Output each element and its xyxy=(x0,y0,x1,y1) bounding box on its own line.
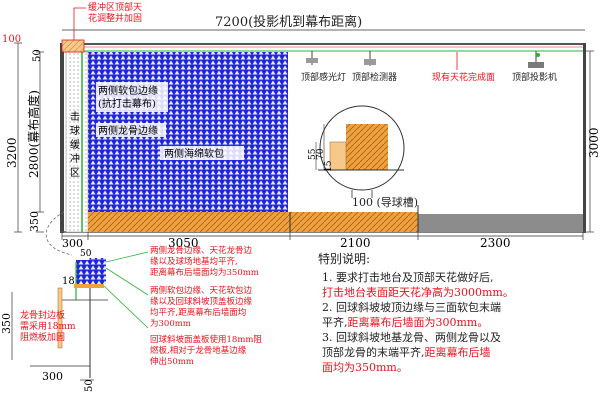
top-buffer-block xyxy=(61,39,85,53)
dim-3050: 3050 xyxy=(168,236,199,250)
device-light: 顶部感光灯 xyxy=(301,51,346,83)
floor-gray-zone xyxy=(418,214,583,232)
dim-70: 70 xyxy=(316,148,326,160)
inset-dim-350: 350 xyxy=(0,313,13,334)
device-detector: 顶部检测器 xyxy=(352,51,397,83)
dim-2100: 2100 xyxy=(340,236,371,250)
annotation-1-line-3: 距离幕布后墙面均为350mm xyxy=(150,267,259,278)
keel-note-line-2: 需采用18mm xyxy=(20,321,76,332)
buffer-label-5: 区 xyxy=(70,167,80,179)
annotations: 两侧龙骨边缘、天花龙骨边 缘以及球场地基均平齐, 距离幕布后墙面均为350mm … xyxy=(150,245,262,367)
notes-title: 特别说明: xyxy=(318,251,370,266)
detail-inset xyxy=(11,258,108,381)
note-1-line-2: 打击地台表面距天花净高为3000mm。 xyxy=(322,285,514,299)
device-label-detector: 顶部检测器 xyxy=(352,71,397,83)
device-label-ceiling-finish: 现有天花完成面 xyxy=(432,71,495,83)
device-label-light: 顶部感光灯 xyxy=(301,71,346,83)
note-3-line-1-seg-1: 3. 回球斜坡地基龙骨、两侧龙骨以及 xyxy=(322,330,501,344)
bottom-dimensions xyxy=(61,232,584,240)
special-notes: 特别说明: 1. 要求打击地台及顶部天花做好后,打击地台表面距天花净高为3000… xyxy=(318,251,514,374)
note-3-line-1: 3. 回球斜坡地基龙骨、两侧龙骨以及 xyxy=(322,330,501,344)
dim-2300: 2300 xyxy=(480,236,511,250)
keel-note-line-3: 阻燃板加固 xyxy=(20,331,65,343)
soft-edge-label-2: (抗打击幕布) xyxy=(98,97,156,110)
device-ceiling-finish: 现有天花完成面 xyxy=(432,52,495,83)
buffer-label-1: 击 xyxy=(70,111,80,123)
buffer-label-3: 缓 xyxy=(70,138,80,151)
note-3-line-2-seg-2: 距离幕布后墙 xyxy=(425,345,491,359)
ceiling-line xyxy=(60,43,585,45)
keel-note-line-1: 龙骨封边板 xyxy=(20,309,65,321)
dim-2800: 2800(幕布高度) xyxy=(26,90,41,178)
dim-width-total: 7200(投影机到幕布距离) xyxy=(215,14,362,30)
annotation-1-line-1: 两侧龙骨边缘、天花龙骨边 xyxy=(150,245,253,256)
annotation-2-line-2: 缘以及回球斜坡顶盖板边缘 xyxy=(150,296,253,307)
dim-300: 300 xyxy=(62,237,83,250)
note-3-line-2-seg-1: 顶部龙骨的末端平齐, xyxy=(322,345,425,359)
top-note-line-1: 缓冲区顶部天 xyxy=(88,1,142,13)
device-label-projector: 顶部投影机 xyxy=(512,71,557,83)
note-1-line-1-seg-1: 1. 要求打击地台及顶部天花做好后, xyxy=(322,270,494,284)
dim-55: 55 xyxy=(308,148,318,160)
inset-dim-50: 50 xyxy=(80,249,92,259)
dim-3200: 3200 xyxy=(5,137,19,168)
dim-350: 350 xyxy=(28,211,41,232)
annotation-2-line-4: 为300mm xyxy=(150,318,191,329)
buffer-label-2: 球 xyxy=(70,124,80,137)
right-wall xyxy=(583,43,586,233)
keel-edge-label: 两侧龙骨边缘 xyxy=(98,124,158,137)
left-wall xyxy=(60,43,64,233)
inset-dim-50b: 50 xyxy=(84,379,95,392)
note-2-line-1-seg-1: 2. 回球斜坡坡顶边缘与三面软包末端 xyxy=(322,300,501,314)
note-2-line-2-seg-1: 平齐, xyxy=(322,315,348,329)
dim-15: 15 xyxy=(324,160,334,172)
annotation-2-line-1: 两侧软包边缘、天花软包边 xyxy=(150,285,253,296)
note-1-line-2-seg-1: 打击地台表面距天花净高为3000mm。 xyxy=(322,285,514,299)
note-3-line-3: 面均为350mm。 xyxy=(322,361,408,374)
ceiling-devices: 顶部感光灯 顶部检测器 现有天花完成面 顶部投影机 xyxy=(301,51,557,83)
annotation-3-line-2: 燃板,相对于龙骨地基边缘 xyxy=(150,345,247,356)
left-dimensions xyxy=(14,42,594,233)
dim-100-top: 100 xyxy=(2,34,21,45)
ramp-wood-base xyxy=(88,212,418,232)
device-projector: 顶部投影机 xyxy=(512,51,557,83)
inset-dim-300: 300 xyxy=(42,370,63,383)
detail-leader-curve xyxy=(45,211,73,256)
ball-groove-detail: 55 70 15 100 (导球槽) xyxy=(308,105,418,209)
annotation-3-line-1: 回球斜坡面盖板使用18mm阻 xyxy=(150,334,262,345)
note-2-line-2-seg-2: 距离幕布后墙面为300mm。 xyxy=(348,315,489,329)
note-2-line-2: 平齐,距离幕布后墙面为300mm。 xyxy=(322,315,488,329)
note-3-line-3-seg-1: 面均为350mm。 xyxy=(322,361,408,374)
annotation-2-line-3: 均平齐,距离幕布后墙面均 xyxy=(150,307,246,318)
top-note-line-2: 花调整并加固 xyxy=(88,12,142,24)
buffer-label-4: 冲 xyxy=(70,152,80,165)
note-3-line-2: 顶部龙骨的末端平齐,距离幕布后墙 xyxy=(322,345,491,359)
note-2-line-1: 2. 回球斜坡坡顶边缘与三面软包末端 xyxy=(322,300,501,314)
dim-50-top: 50 xyxy=(32,49,43,62)
annotation-1-line-2: 缘以及球场地基均平齐, xyxy=(150,256,238,267)
inset-dim-18: 18 xyxy=(62,276,75,287)
sponge-label: 两侧海绵软包 xyxy=(164,147,224,160)
annotation-leaders xyxy=(103,251,149,329)
ball-groove-caption: 100 (导球槽) xyxy=(352,195,418,209)
top-note-leader xyxy=(73,7,86,40)
soft-edge-label-1: 两侧软包边缘 xyxy=(98,84,158,97)
note-1-line-1: 1. 要求打击地台及顶部天花做好后, xyxy=(322,270,494,284)
dim-3000: 3000 xyxy=(587,127,600,158)
annotation-3-line-3: 伸出50mm xyxy=(150,356,194,367)
